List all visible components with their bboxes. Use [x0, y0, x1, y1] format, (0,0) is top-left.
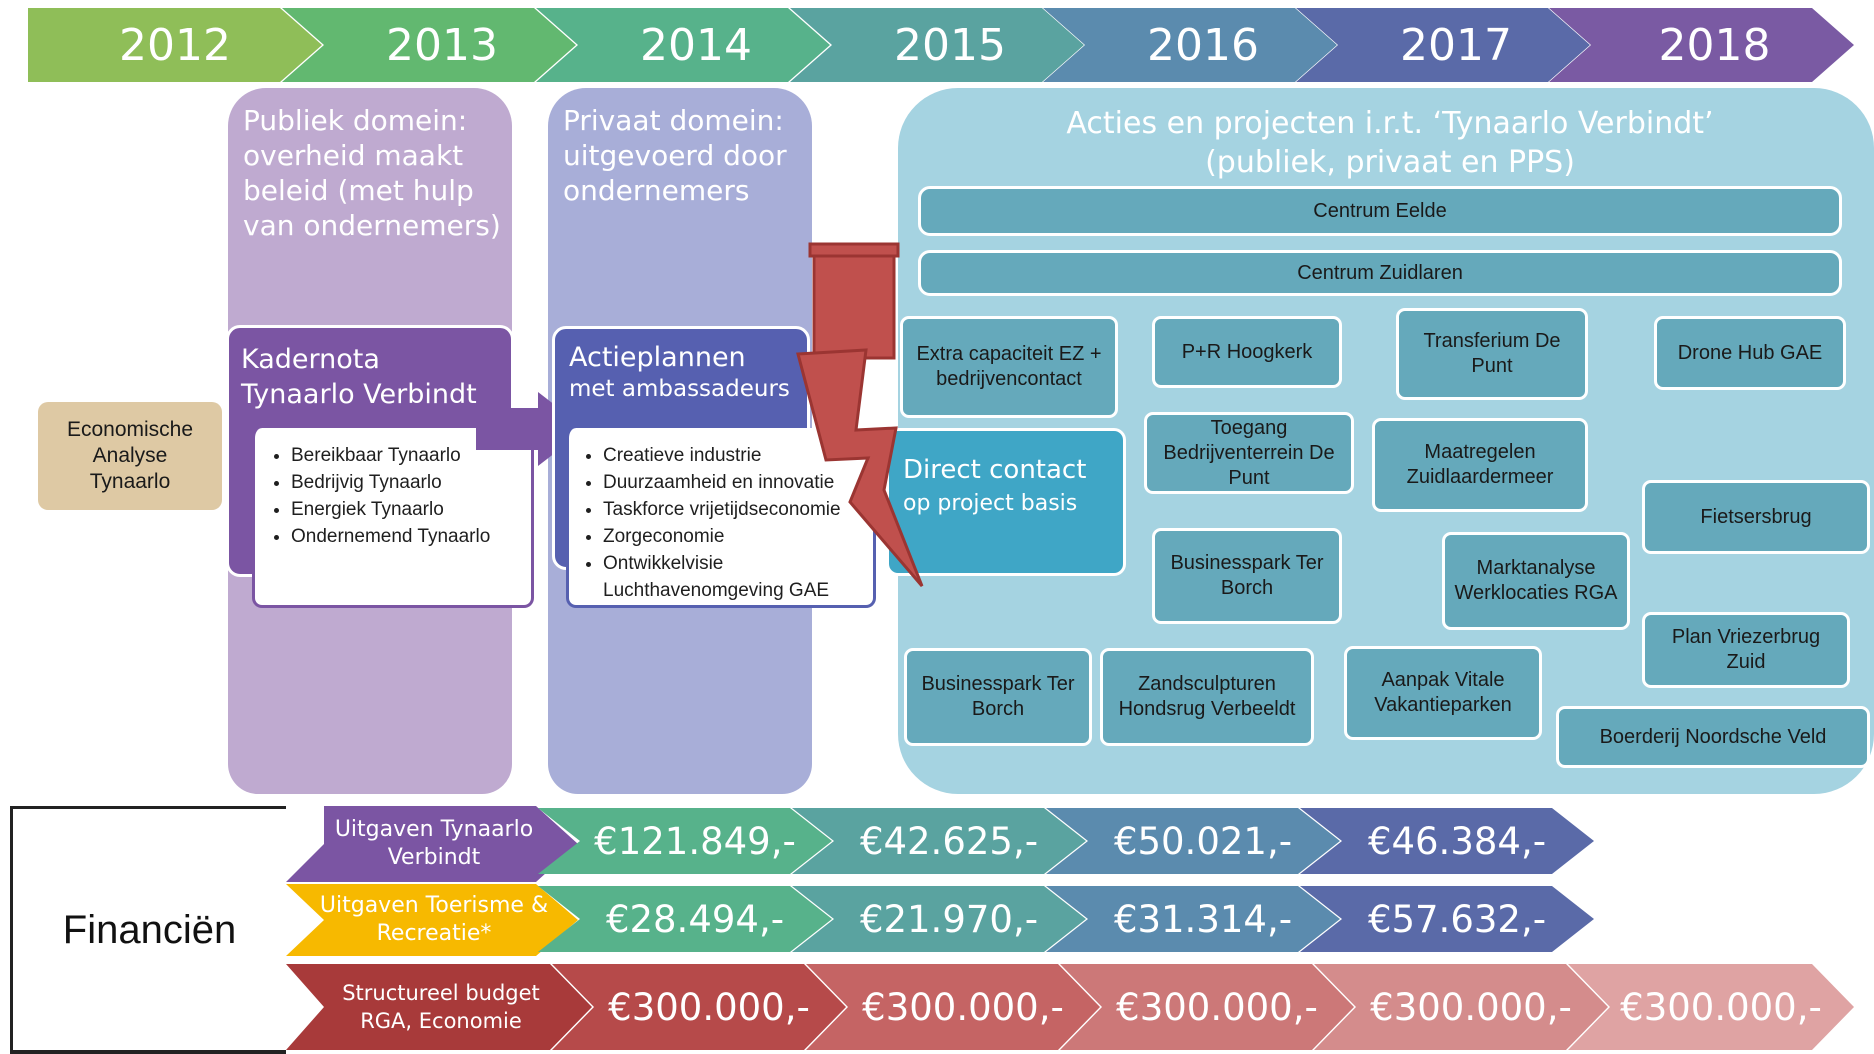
- finance-cell: €28.494,-: [538, 886, 832, 952]
- finance-value: €31.314,-: [1113, 897, 1293, 941]
- finance-row-label: Structureel budget RGA, Economie: [286, 964, 592, 1050]
- direct-contact-subtitle: op project basis: [903, 491, 1078, 516]
- actieplannen-item: Taskforce vrijetijdseconomie: [603, 496, 867, 523]
- actieplannen-subtitle: met ambassadeurs: [569, 376, 790, 402]
- finance-cell: €50.021,-: [1046, 808, 1340, 874]
- year-label: 2015: [894, 19, 1006, 71]
- analysis-label: Economische Analyse Tynaarlo: [66, 418, 194, 493]
- finance-cell: €300.000,-: [552, 964, 846, 1050]
- project-drone-hub: Drone Hub GAE: [1654, 316, 1846, 390]
- project-businesspark-ter-borch-1: Businesspark Ter Borch: [1152, 528, 1342, 624]
- project-centrum-eelde: Centrum Eelde: [918, 186, 1842, 236]
- finance-row-label-text: Uitgaven Toerisme & Recreatie*: [319, 893, 549, 946]
- project-centrum-zuidlaren: Centrum Zuidlaren: [918, 250, 1842, 296]
- finance-value: €300.000,-: [1370, 985, 1572, 1029]
- year-label: 2012: [119, 19, 231, 71]
- finance-value: €21.970,-: [859, 897, 1039, 941]
- year-2014: 2014: [536, 8, 830, 82]
- year-label: 2018: [1658, 19, 1771, 71]
- kadernota-item: Ondernemend Tynaarlo: [291, 523, 517, 550]
- finance-value: €300.000,-: [1116, 985, 1318, 1029]
- finance-bottom-border: [10, 1050, 286, 1053]
- direct-contact-box: Direct contact op project basis: [886, 428, 1126, 576]
- project-maatregelen-zuidlaardermeer: Maatregelen Zuidlaardermeer: [1372, 418, 1588, 512]
- kadernota-item: Bedrijvig Tynaarlo: [291, 469, 517, 496]
- public-domain-heading: Publiek domein: overheid maakt beleid (m…: [243, 104, 501, 242]
- analysis-box: Economische Analyse Tynaarlo: [38, 402, 222, 510]
- project-toegang-bedrijventerrein: Toegang Bedrijventerrein De Punt: [1144, 412, 1354, 494]
- year-2017: 2017: [1296, 8, 1590, 82]
- project-plan-vriezerbrug: Plan Vriezerbrug Zuid: [1642, 612, 1850, 688]
- year-label: 2013: [386, 19, 498, 71]
- actieplannen-item: Ontwikkelvisie Luchthavenomgeving GAE: [603, 550, 867, 604]
- actieplannen-item: Creatieve industrie: [603, 442, 867, 469]
- finance-cell: €57.632,-: [1300, 886, 1594, 952]
- finance-cell: €31.314,-: [1046, 886, 1340, 952]
- finance-row-label-text: Structureel budget RGA, Economie: [342, 981, 540, 1033]
- finance-cell: €121.849,-: [538, 808, 832, 874]
- finance-title-box: Financiën: [10, 806, 286, 1054]
- actieplannen-item: Zorgeconomie: [603, 523, 867, 550]
- finance-row-label-text: Uitgaven Tynaarlo Verbindt: [334, 817, 534, 870]
- lightning-bolt-icon: [796, 242, 924, 587]
- year-label: 2016: [1147, 19, 1259, 71]
- kadernota-title: Kadernota Tynaarlo Verbindt: [241, 344, 477, 410]
- project-aanpak-vitale-vakantieparken: Aanpak Vitale Vakantieparken: [1344, 646, 1542, 740]
- project-fietsersbrug: Fietsersbrug: [1642, 480, 1870, 554]
- finance-cell: €300.000,-: [1568, 964, 1854, 1050]
- finance-value: €300.000,-: [862, 985, 1064, 1029]
- finance-value: €28.494,-: [605, 897, 785, 941]
- finance-value: €42.625,-: [859, 819, 1039, 863]
- kadernota-list: Bereikbaar Tynaarlo Bedrijvig Tynaarlo E…: [252, 428, 534, 608]
- project-pr-hoogkerk: P+R Hoogkerk: [1152, 316, 1342, 388]
- finance-value: €46.384,-: [1367, 819, 1547, 863]
- finance-title: Financiën: [62, 907, 237, 952]
- year-2013: 2013: [282, 8, 576, 82]
- finance-cell: €46.384,-: [1300, 808, 1594, 874]
- private-domain-heading: Privaat domein: uitgevoerd door ondernem…: [563, 104, 787, 207]
- actieplannen-item: Duurzaamheid en innovatie: [603, 469, 867, 496]
- year-2015: 2015: [790, 8, 1084, 82]
- finance-cell: €21.970,-: [792, 886, 1086, 952]
- finance-value: €121.849,-: [594, 819, 796, 863]
- finance-value: €300.000,-: [1620, 985, 1822, 1029]
- project-marktanalyse: Marktanalyse Werklocaties RGA: [1442, 532, 1630, 630]
- finance-cell: €42.625,-: [792, 808, 1086, 874]
- finance-value: €57.632,-: [1367, 897, 1547, 941]
- year-label: 2014: [640, 19, 752, 71]
- direct-contact-title: Direct contact: [903, 455, 1087, 485]
- year-2018: 2018: [1549, 8, 1854, 82]
- finance-cell: €300.000,-: [1060, 964, 1354, 1050]
- finance-cell: €300.000,-: [1314, 964, 1608, 1050]
- project-extra-capaciteit: Extra capaciteit EZ + bedrijvencontact: [900, 316, 1118, 418]
- finance-row-label: Uitgaven Toerisme & Recreatie*: [286, 884, 578, 956]
- year-2012: 2012: [28, 8, 322, 82]
- project-zandsculpturen: Zandsculpturen Hondsrug Verbeeldt: [1100, 648, 1314, 746]
- finance-cell: €300.000,-: [806, 964, 1100, 1050]
- project-businesspark-ter-borch-2: Businesspark Ter Borch: [904, 648, 1092, 746]
- year-2016: 2016: [1043, 8, 1337, 82]
- kadernota-item: Energiek Tynaarlo: [291, 496, 517, 523]
- actieplannen-title: Actieplannen: [569, 342, 746, 373]
- finance-value: €300.000,-: [608, 985, 810, 1029]
- project-transferium: Transferium De Punt: [1396, 308, 1588, 400]
- kadernota-item: Bereikbaar Tynaarlo: [291, 442, 517, 469]
- projects-heading: Acties en projecten i.r.t. ‘Tynaarlo Ver…: [1066, 106, 1714, 180]
- finance-row-label: Uitgaven Tynaarlo Verbindt: [286, 806, 578, 882]
- project-boerderij-noordsche-veld: Boerderij Noordsche Veld: [1556, 706, 1870, 768]
- finance-value: €50.021,-: [1113, 819, 1293, 863]
- year-label: 2017: [1400, 19, 1512, 71]
